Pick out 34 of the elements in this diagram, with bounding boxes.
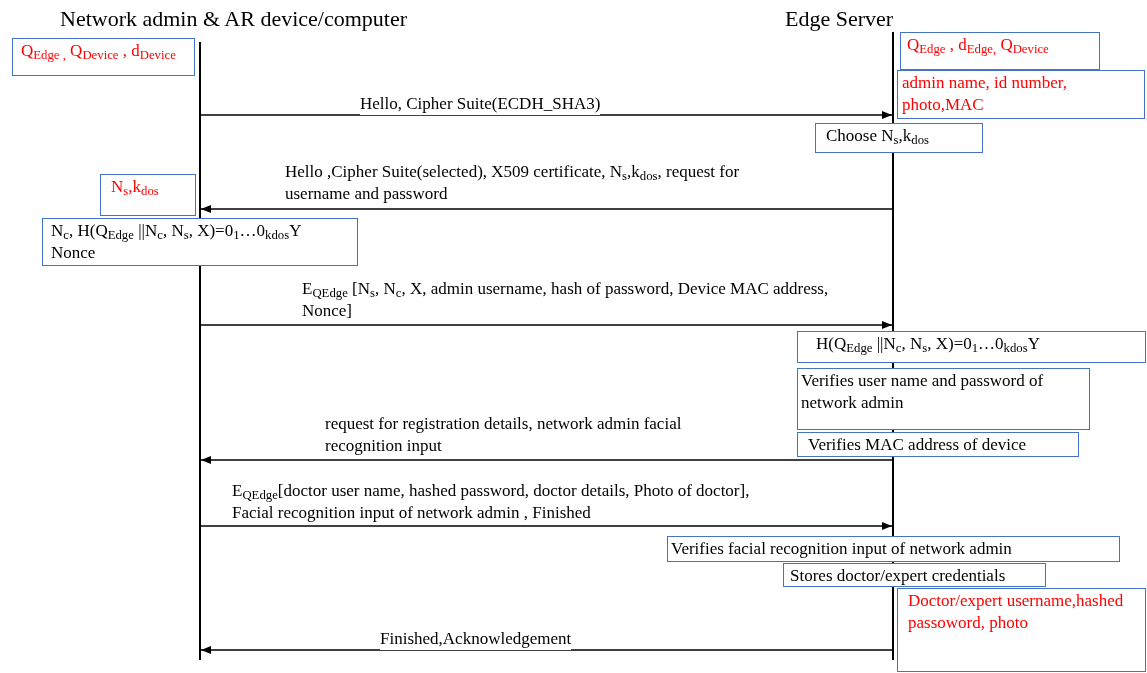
box-text: Verifies facial recognition input of network admin <box>671 538 1013 560</box>
box-text: N$_{c}$, H(Q$_{Edge}$ ||N$_{c}$, N$_{s}$, X)=0$_{1}$…0$_{k}$$_{dos}$Y <box>51 220 303 242</box>
message-arrow <box>200 205 893 213</box>
box-text: Choose N$_{s}$,k$_{dos}$ <box>826 125 930 147</box>
data-box <box>900 32 1100 70</box>
box-text: Q$_{Edge}$ , d$_{Edge,}$ Q$_{Device}$ <box>907 34 1050 56</box>
box-text: Verifies user name and password of network admin <box>801 370 1045 414</box>
data-box <box>897 588 1146 672</box>
box-text: Stores doctor/expert credentials <box>790 565 1007 587</box>
process-box <box>797 331 1146 363</box>
process-box <box>42 218 358 266</box>
process-box <box>667 536 1120 562</box>
data-box <box>12 38 195 76</box>
box-text: Doctor/expert username,hashed passoword, photo <box>908 590 1125 634</box>
data-box <box>100 174 196 216</box>
box-text: admin name, id number, photo,MAC <box>902 72 1069 116</box>
data-box <box>897 70 1145 119</box>
message-arrow <box>200 646 893 654</box>
box-text: N$_{s}$,k$_{dos}$ <box>111 176 160 198</box>
participant-label: Network admin & AR device/computer <box>60 5 408 33</box>
process-box <box>783 563 1046 587</box>
box-text: Verifies MAC address of device <box>808 434 1028 456</box>
process-box <box>797 368 1090 430</box>
process-box <box>815 123 983 153</box>
message-arrow <box>200 321 893 329</box>
message-arrow <box>200 522 893 530</box>
process-box <box>797 432 1079 457</box>
message-arrow <box>200 456 893 464</box>
box-text: H(Q$_{Edge}$ ||N$_{c}$, N$_{s}$, X)=0$_{1}$…0$_{k}$$_{dos}$Y <box>816 333 1041 355</box>
box-text: Nonce <box>51 242 97 264</box>
box-text: Q$_{Edge ,}$ Q$_{Device}$ , d$_{Device}$ <box>21 40 177 62</box>
lifeline <box>199 42 201 660</box>
participant-label: Edge Server <box>785 5 894 33</box>
message-arrow <box>200 111 893 119</box>
